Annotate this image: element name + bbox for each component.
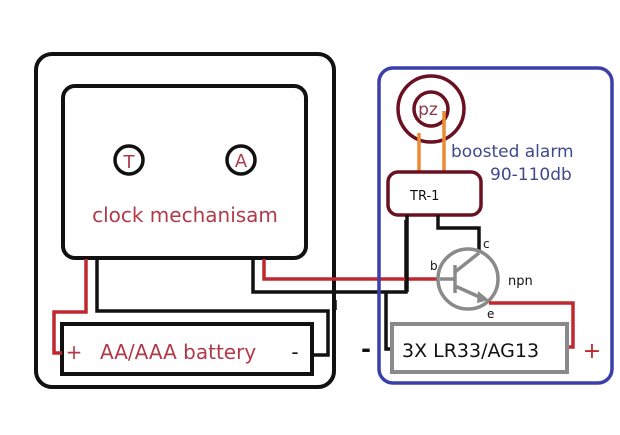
piezo-outer — [396, 74, 466, 144]
aa-battery-plus: + — [66, 340, 83, 364]
aa-battery — [60, 322, 314, 376]
transformer-tr1 — [386, 170, 483, 217]
button-cell-battery — [390, 322, 569, 374]
clock-housing — [34, 52, 336, 389]
time-button[interactable] — [113, 144, 145, 176]
wire-battery-negative — [95, 259, 330, 357]
button-battery-minus: - — [361, 335, 371, 363]
pin-base-label: b — [430, 259, 438, 273]
emitter-arrow-icon — [477, 291, 489, 303]
aa-battery-label: AA/AAA battery — [100, 340, 256, 364]
alarm-module-housing — [377, 66, 614, 385]
button-battery-plus: + — [583, 339, 601, 364]
button-battery-label: 3X LR33/AG13 — [402, 340, 539, 362]
wire-transformer-to-collector — [436, 215, 481, 253]
piezo-label: pz — [418, 100, 438, 120]
wire-mechanism-to-base — [262, 259, 440, 281]
piezo-inner — [412, 90, 450, 128]
transistor-type-label: npn — [508, 274, 533, 289]
pin-collector-label: c — [483, 237, 490, 251]
pin-emitter-label: e — [487, 307, 494, 321]
clock-mechanism-label: clock mechanisam — [92, 203, 278, 227]
alarm-description-line2: 90-110db — [490, 165, 572, 185]
wire-battery-positive — [52, 259, 88, 355]
alarm-button-label: A — [235, 151, 248, 172]
npn-transistor — [436, 247, 500, 311]
alarm-description-line1: boosted alarm — [451, 142, 574, 162]
transformer-label: TR-1 — [409, 189, 439, 204]
alarm-button[interactable] — [225, 144, 257, 176]
aa-battery-minus: - — [291, 340, 298, 364]
wire-emitter-to-positive — [489, 301, 575, 349]
time-button-label: T — [123, 152, 136, 173]
clock-mechanism-box — [61, 84, 308, 260]
